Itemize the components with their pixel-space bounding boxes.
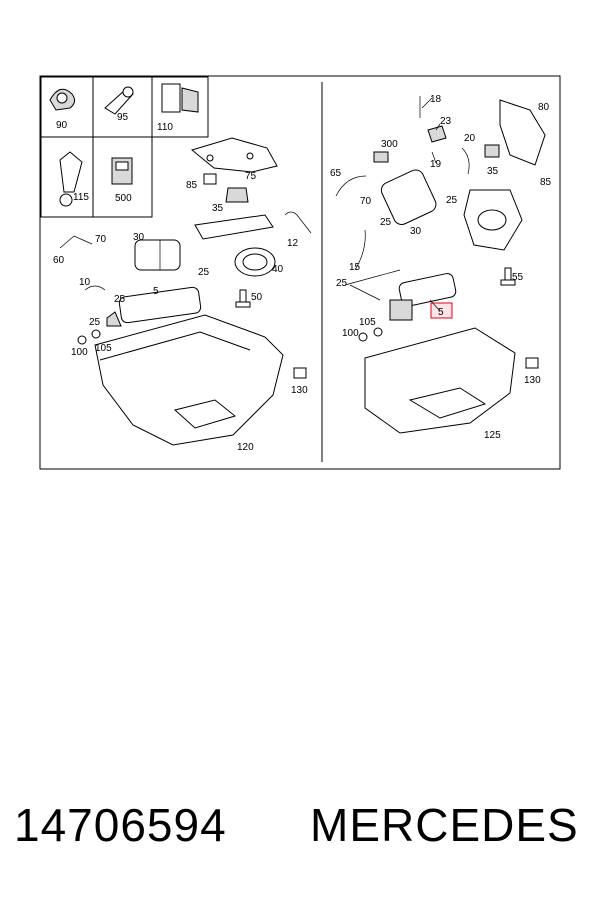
label-10: 10 [79, 277, 91, 288]
bracket-75 [190, 137, 278, 173]
washer-100-right [358, 332, 368, 342]
label-95: 95 [117, 112, 129, 123]
label-12: 12 [287, 238, 299, 249]
label-35-left: 35 [212, 203, 224, 214]
label-55: 55 [512, 272, 524, 283]
fitting-115 [59, 151, 83, 207]
label-5-right: 5 [438, 307, 444, 318]
label-500: 500 [115, 193, 132, 204]
label-25-a: 25 [198, 267, 210, 278]
clamp-105-left [91, 329, 101, 339]
label-50: 50 [251, 292, 263, 303]
clip-95 [104, 86, 134, 115]
filter-30-right [380, 169, 437, 226]
label-70-left: 70 [95, 234, 107, 245]
label-5-left: 5 [153, 286, 159, 297]
bolt-50 [235, 289, 251, 308]
label-20: 20 [464, 133, 476, 144]
label-100-right: 100 [342, 328, 359, 339]
label-25-e: 25 [380, 217, 392, 228]
hose-15 [354, 229, 366, 271]
label-19: 19 [430, 159, 442, 170]
parts-diagram: 90 95 110 115 500 85 75 35 12 60 70 30 2… [39, 75, 561, 470]
label-65: 65 [330, 168, 342, 179]
label-80: 80 [538, 102, 550, 113]
damper-35-right [484, 144, 500, 158]
label-105-right: 105 [359, 317, 376, 328]
pump-5-left [106, 286, 202, 327]
label-25-f: 25 [336, 278, 348, 289]
filter-30-left [134, 239, 181, 271]
sensor-300 [373, 151, 389, 163]
label-25-d: 25 [446, 195, 458, 206]
pump-5-right [389, 273, 457, 321]
clip-90 [49, 88, 76, 111]
callout-labels: 90 95 110 115 500 85 75 35 12 60 70 30 2… [53, 94, 552, 453]
hose-12 [284, 211, 312, 234]
label-30-right: 30 [410, 226, 422, 237]
nut-85-left [203, 173, 217, 185]
label-35-right: 35 [487, 166, 499, 177]
label-60: 60 [53, 255, 65, 266]
bolt-55 [500, 267, 516, 286]
damper-35-left [225, 187, 249, 203]
label-300: 300 [381, 139, 398, 150]
inset-boxes [40, 76, 209, 218]
connector-500 [111, 157, 133, 185]
nut-130-left [293, 367, 307, 379]
label-70-right: 70 [360, 196, 372, 207]
label-15: 15 [349, 262, 361, 273]
hose-20 [461, 147, 470, 175]
label-130-left: 130 [291, 385, 308, 396]
label-75: 75 [245, 171, 257, 182]
diagram-frame [39, 75, 561, 470]
label-18: 18 [430, 94, 442, 105]
label-40: 40 [272, 264, 284, 275]
caption: 14706594 MERCEDES [0, 792, 600, 872]
label-120: 120 [237, 442, 254, 453]
label-125: 125 [484, 430, 501, 441]
label-110: 110 [157, 122, 173, 133]
hose-10 [84, 285, 106, 291]
label-115: 115 [73, 192, 89, 203]
washer-100-left [77, 335, 87, 345]
clamp-105-right [373, 327, 383, 337]
nut-130-right [525, 357, 539, 369]
label-105-left: 105 [95, 343, 112, 354]
tray-120 [94, 314, 284, 446]
label-30-left: 30 [133, 232, 145, 243]
hose-65 [335, 175, 367, 197]
holder-right [463, 189, 523, 251]
label-23: 23 [440, 116, 452, 127]
label-130-right: 130 [524, 375, 541, 386]
bracket-80 [499, 99, 546, 166]
label-25-b: 25 [114, 294, 126, 305]
bracket-110 [161, 83, 199, 113]
leader-lines [344, 97, 441, 312]
label-85-left: 85 [186, 180, 198, 191]
label-25-c: 25 [89, 317, 101, 328]
connector-23 [427, 125, 447, 143]
label-85-right: 85 [540, 177, 552, 188]
holder-40 [194, 214, 276, 277]
tray-125 [364, 327, 516, 434]
label-100-left: 100 [71, 347, 88, 358]
part-number: 14706594 [14, 799, 227, 851]
label-90: 90 [56, 120, 68, 131]
hose-60 [59, 235, 93, 249]
brand-name: MERCEDES [310, 799, 579, 851]
